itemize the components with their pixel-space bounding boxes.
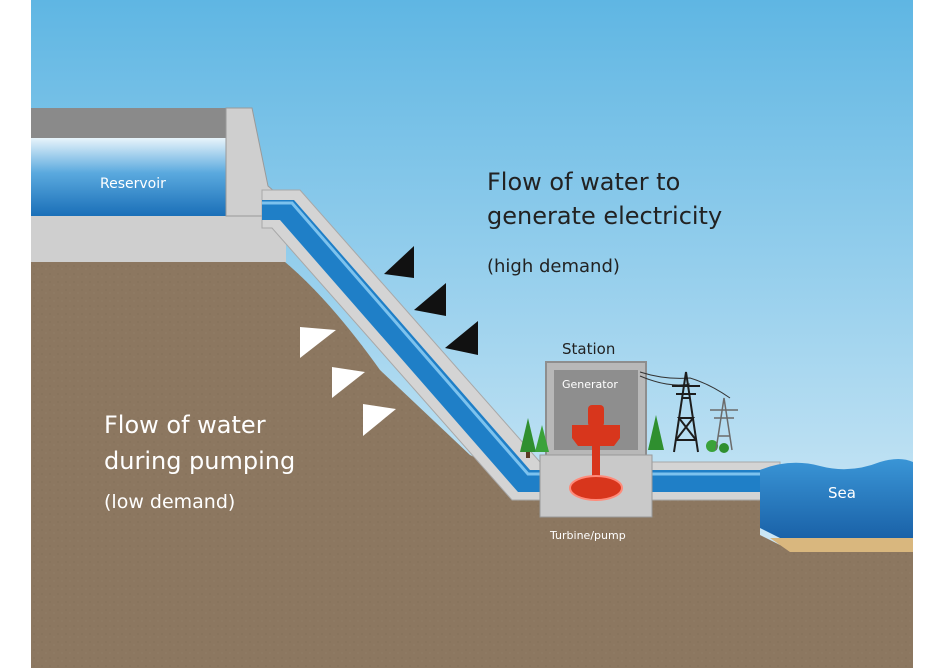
generate-flow-arrow-1 bbox=[384, 246, 414, 278]
turbine-pump-label: Turbine/pump bbox=[549, 529, 626, 542]
pump-flow-arrow-3 bbox=[363, 404, 396, 436]
turbine-pump bbox=[569, 475, 623, 501]
reservoir-water bbox=[31, 138, 231, 216]
tree-right bbox=[648, 415, 729, 453]
pylon-small bbox=[710, 397, 738, 451]
pump-flow-arrow-1 bbox=[300, 327, 336, 358]
sea-water bbox=[760, 459, 913, 538]
generator-body bbox=[572, 425, 620, 446]
flow-generate-subtitle: (high demand) bbox=[487, 256, 620, 277]
generator-label: Generator bbox=[562, 378, 618, 391]
flow-generate-title-line2: generate electricity bbox=[487, 202, 722, 230]
flow-pump-subtitle: (low demand) bbox=[104, 491, 235, 513]
reservoir-label: Reservoir bbox=[100, 176, 166, 192]
penstock-highlight bbox=[262, 201, 780, 476]
power-lines bbox=[639, 371, 731, 399]
station-label: Station bbox=[562, 340, 615, 358]
generator-shaft bbox=[592, 430, 600, 480]
generator-top bbox=[588, 405, 604, 427]
pylon-large bbox=[672, 371, 700, 453]
flow-pump-title-line1: Flow of water bbox=[104, 411, 266, 439]
sea-label: Sea bbox=[828, 484, 856, 502]
flow-generate-title-line1: Flow of water to bbox=[487, 168, 680, 196]
sea-shore-sand bbox=[770, 538, 913, 552]
hillside-texture bbox=[31, 262, 913, 668]
generate-flow-arrow-3 bbox=[445, 321, 478, 355]
tree-left bbox=[520, 418, 549, 458]
dam-top-grey bbox=[31, 108, 251, 138]
pump-flow-arrow-2 bbox=[332, 367, 365, 398]
flow-pump-title-line2: during pumping bbox=[104, 447, 295, 475]
generate-flow-arrow-2 bbox=[414, 283, 446, 316]
reservoir-base-concrete bbox=[31, 216, 286, 262]
